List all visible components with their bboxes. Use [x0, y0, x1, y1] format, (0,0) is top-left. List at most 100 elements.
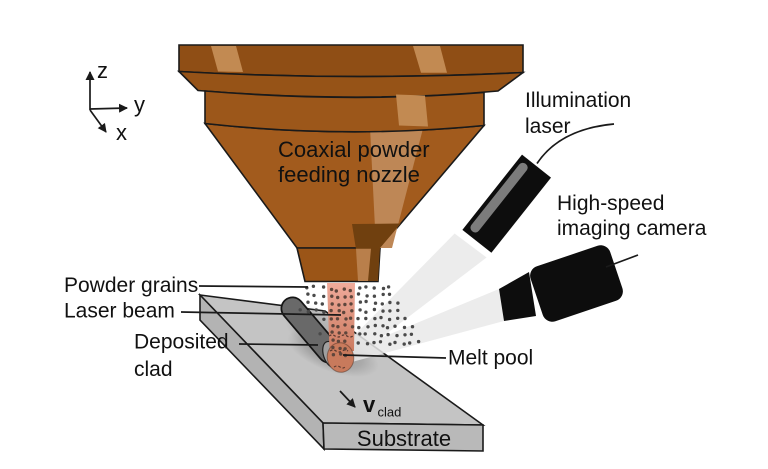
powder-dot — [403, 316, 407, 321]
powder-dot — [314, 308, 318, 312]
clad-body — [282, 298, 340, 362]
powder-dot — [339, 352, 343, 356]
powder-dot — [378, 340, 383, 344]
powder-dot — [312, 293, 316, 298]
powder-dot — [329, 308, 333, 313]
powder-dot — [372, 294, 377, 298]
deposited-clad-leader — [238, 343, 319, 346]
clad-velocity-arrow — [339, 390, 356, 408]
laser-beam-column — [327, 283, 355, 351]
powder-dot — [364, 310, 368, 314]
powder-dot — [342, 287, 346, 291]
powder-dot — [388, 342, 392, 346]
powder-dot — [373, 316, 377, 321]
deposited-clad-label-line1: Deposited — [134, 331, 229, 354]
powder-dot — [385, 326, 390, 330]
powder-dot — [320, 302, 324, 306]
powder-dot — [330, 294, 334, 298]
powder-dot — [402, 325, 407, 330]
powder-dot — [337, 303, 341, 307]
powder-dot — [343, 347, 347, 351]
powder-dot — [365, 294, 369, 298]
powder-dot — [381, 292, 385, 297]
illumination-laser-label-line1: Illumination — [525, 89, 631, 112]
powder-dot — [379, 334, 384, 338]
powder-dot — [338, 346, 342, 351]
nozzle-cone-highlight — [370, 127, 423, 248]
nozzle-collar-highlight — [396, 94, 428, 127]
powder-dot — [386, 332, 390, 337]
coaxial-nozzle: Coaxial powder feeding nozzle — [176, 44, 526, 283]
melt-pool-wave-3 — [333, 365, 346, 369]
powder-dot — [373, 301, 378, 305]
camera-view-cone — [344, 289, 504, 362]
powder-dot — [334, 289, 338, 293]
powder-dot — [350, 325, 355, 329]
melt-pool-leader — [342, 354, 447, 359]
nozzle-tip-highlight — [356, 248, 371, 281]
powder-dot — [373, 332, 377, 336]
powder-dot — [336, 339, 341, 343]
powder-dot — [331, 338, 335, 342]
laser-device-body — [462, 154, 552, 253]
powder-dot — [356, 292, 361, 296]
axis-x-arrow — [89, 109, 107, 133]
powder-dot — [306, 292, 310, 296]
substrate-front-face — [322, 422, 484, 452]
powder-dot — [329, 317, 333, 321]
powder-dot — [396, 308, 400, 313]
powder-dot — [365, 342, 370, 346]
powder-dot — [330, 302, 334, 306]
powder-dot — [403, 333, 407, 337]
powder-dot — [364, 299, 368, 304]
laser-device-stripe — [470, 162, 528, 233]
powder-dot — [356, 341, 360, 345]
powder-dot — [393, 340, 397, 345]
substrate-label: Substrate — [357, 426, 451, 451]
text-labels: Illumination laser High-speed imaging ca… — [64, 89, 707, 451]
powder-dot — [388, 300, 392, 305]
powder-dot — [387, 292, 392, 296]
powder-dot — [387, 317, 392, 322]
powder-dot — [348, 288, 352, 293]
powder-dot — [336, 325, 340, 329]
velocity-subscript: clad — [378, 405, 402, 420]
powder-dot — [330, 330, 334, 334]
laser-beam-leader — [180, 311, 342, 316]
powder-dot — [350, 309, 354, 313]
powder-dot — [396, 316, 400, 320]
powder-dot — [322, 317, 326, 321]
powder-dot — [416, 339, 421, 344]
nozzle-top-highlight-right — [413, 46, 447, 73]
powder-dot — [358, 300, 363, 304]
powder-dot — [410, 325, 415, 329]
velocity-symbol: v — [363, 392, 376, 417]
powder-dot — [364, 285, 368, 289]
illumination-laser-device — [462, 154, 552, 253]
camera-leader — [605, 254, 639, 268]
melt-pool-label: Melt pool — [448, 347, 533, 370]
powder-grains-leader — [198, 285, 309, 288]
powder-dot — [358, 332, 362, 336]
illumination-laser-label-line2: laser — [525, 115, 571, 138]
powder-dot — [396, 301, 400, 305]
light-beams — [340, 233, 504, 362]
powder-dot — [380, 302, 384, 306]
powder-dot — [329, 287, 334, 292]
axis-y-label: y — [134, 92, 145, 117]
powder-dot — [335, 317, 340, 321]
axis-z-label: z — [97, 58, 108, 83]
powder-dot — [331, 353, 336, 357]
powder-dot — [336, 295, 340, 300]
powder-dot — [343, 295, 347, 299]
powder-dot — [343, 323, 347, 327]
powder-dot — [372, 340, 376, 345]
leader-lines — [180, 123, 639, 408]
nozzle-top-highlight-left — [211, 46, 243, 72]
powder-dot — [321, 285, 326, 289]
nozzle-label-line1: Coaxial powder — [278, 137, 430, 162]
powder-dot — [343, 339, 347, 343]
powder-dot — [337, 331, 341, 335]
powder-dot — [331, 345, 335, 350]
